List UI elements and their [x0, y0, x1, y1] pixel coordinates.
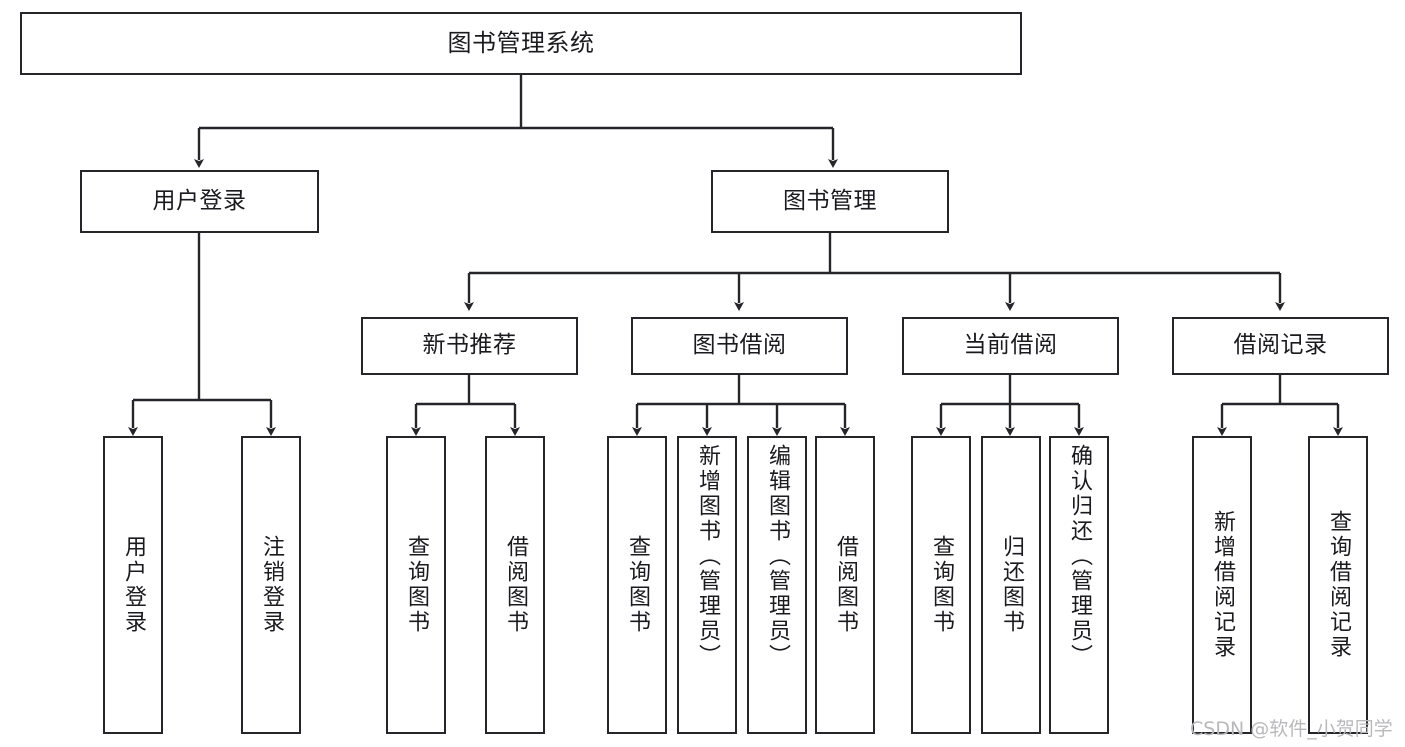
node-label: 图书管理系统	[447, 29, 595, 58]
node-label: 新增借阅记录	[1210, 510, 1235, 660]
watermark-csdn: CSDN @软件_小贺同学	[1190, 718, 1393, 740]
node-label: 注销登录	[259, 535, 284, 635]
node-label: 归还图书	[999, 535, 1024, 635]
leaf-query-book-current[interactable]: 查询图书	[911, 436, 971, 734]
leaf-add-borrow-record[interactable]: 新增借阅记录	[1192, 436, 1252, 734]
node-label: 编辑图书（管理员）	[765, 444, 790, 669]
node-label: 图书管理	[783, 187, 877, 214]
node-label: 查询图书	[625, 535, 650, 635]
leaf-add-book-admin[interactable]: 新增图书（管理员）	[677, 436, 737, 734]
leaf-user-login[interactable]: 用户登录	[103, 436, 163, 734]
node-book-management[interactable]: 图书管理	[711, 170, 949, 233]
leaf-borrow-book[interactable]: 借阅图书	[815, 436, 875, 734]
node-label: 查询借阅记录	[1326, 510, 1351, 660]
leaf-confirm-return-admin[interactable]: 确认归还（管理员）	[1049, 436, 1109, 734]
node-current-borrow[interactable]: 当前借阅	[902, 317, 1119, 375]
leaf-borrow-book-new[interactable]: 借阅图书	[485, 436, 545, 734]
node-label: 借阅图书	[833, 535, 858, 635]
node-book-borrow[interactable]: 图书借阅	[631, 317, 848, 375]
leaf-query-borrow-record[interactable]: 查询借阅记录	[1308, 436, 1368, 734]
node-borrow-record[interactable]: 借阅记录	[1172, 317, 1389, 375]
leaf-edit-book-admin[interactable]: 编辑图书（管理员）	[747, 436, 807, 734]
node-label: 新增图书（管理员）	[695, 444, 720, 669]
node-label: 借阅记录	[1233, 332, 1328, 359]
node-label: 图书借阅	[692, 332, 787, 359]
leaf-logout[interactable]: 注销登录	[241, 436, 301, 734]
node-root-book-management-system[interactable]: 图书管理系统	[20, 12, 1022, 75]
node-label: 确认归还（管理员）	[1067, 444, 1092, 669]
node-label: 当前借阅	[963, 332, 1058, 359]
node-label: 借阅图书	[503, 535, 528, 635]
node-label: 新书推荐	[422, 332, 517, 359]
node-label: 查询图书	[929, 535, 954, 635]
node-user-login[interactable]: 用户登录	[80, 170, 319, 233]
leaf-query-book-new[interactable]: 查询图书	[386, 436, 446, 734]
leaf-query-book-borrow[interactable]: 查询图书	[607, 436, 667, 734]
node-label: 用户登录	[121, 535, 146, 635]
node-label: 用户登录	[152, 187, 247, 214]
node-new-book-recommend[interactable]: 新书推荐	[361, 317, 578, 375]
node-label: 查询图书	[404, 535, 429, 635]
leaf-return-book[interactable]: 归还图书	[981, 436, 1041, 734]
